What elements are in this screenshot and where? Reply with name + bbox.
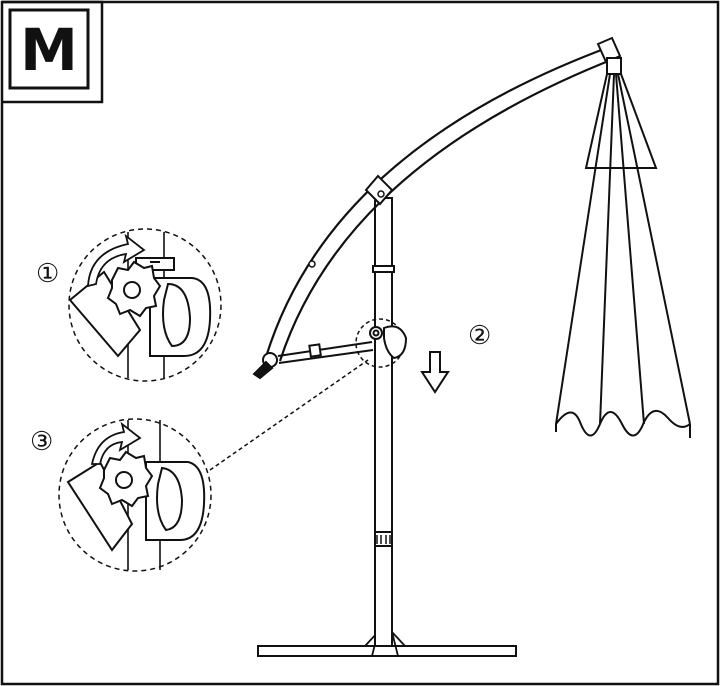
curved-arm	[264, 36, 622, 362]
label-box-inner	[8, 8, 90, 90]
rotate-arrow-icon	[87, 233, 146, 288]
panel-letter: M	[20, 16, 78, 84]
label-box-outer	[2, 0, 104, 104]
crank-detail	[355, 318, 408, 368]
leader-line	[209, 359, 369, 471]
base-plate	[257, 645, 517, 657]
rotate-arrow-icon-2	[90, 421, 142, 465]
detail-circle-1	[68, 228, 222, 382]
arm-handle	[252, 352, 278, 380]
canopy	[555, 57, 691, 438]
down-arrow-icon	[420, 351, 450, 394]
detail-circle-3	[58, 418, 212, 572]
main-pole	[372, 197, 395, 647]
step-label-3: ③	[30, 427, 53, 457]
step-label-1: ①	[36, 259, 59, 289]
step-label-2: ②	[468, 321, 491, 351]
